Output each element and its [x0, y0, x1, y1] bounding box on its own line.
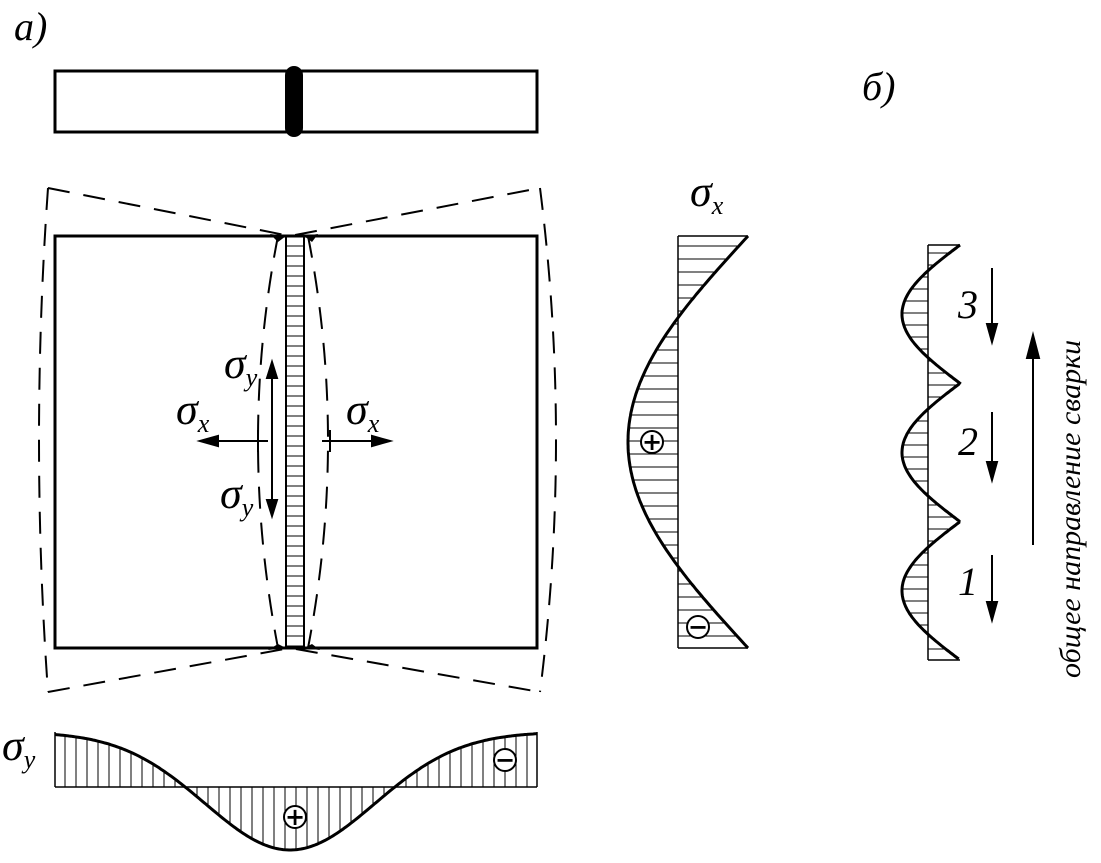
weld-seam	[285, 235, 305, 649]
sigma-x-left-arrowhead	[196, 434, 219, 448]
arrow-top-left	[270, 234, 286, 242]
pass-1-label: 1	[958, 559, 978, 604]
sigma-y-title: σ	[2, 721, 26, 770]
sigma-y-down-arrowhead	[265, 499, 279, 520]
pass-2-arrowhead	[985, 461, 999, 484]
sigma-x-minus-text: −	[688, 613, 708, 641]
sigma-x-hatch	[628, 245, 739, 637]
multi-pass-distribution: 3 2 1 общее направление сварки	[900, 243, 1087, 678]
plate-edge-view	[53, 66, 539, 137]
multi-pass-hatch	[902, 252, 958, 650]
part-a-label: а)	[14, 4, 47, 49]
deformed-left-edge	[38, 187, 49, 693]
sigma-y-minus-text: −	[495, 746, 515, 774]
weld-bead-edge	[285, 66, 303, 137]
sigma-y-hatch	[64, 734, 528, 850]
local-stress-arrows	[196, 358, 394, 520]
arrow-bottom-left	[268, 644, 286, 650]
sigma-x-minus-sign	[686, 615, 710, 639]
sigma-y-upper-subscript: y	[243, 363, 258, 392]
arrow-top-right	[304, 234, 318, 242]
sigma-x-right-subscript: x	[367, 409, 380, 438]
weld-seam-hatch	[286, 245, 304, 647]
deformed-weld-left	[257, 235, 279, 649]
sigma-y-upper-label: σ	[224, 339, 248, 388]
arrow-bottom-right	[304, 644, 320, 650]
sigma-x-left-subscript: x	[197, 409, 210, 438]
direction-arrowhead	[1025, 331, 1041, 359]
sigma-y-title-subscript: y	[21, 745, 36, 774]
pass-3-label: 3	[957, 282, 978, 327]
weld-end-arrows	[268, 234, 320, 650]
sigma-y-lower-subscript: y	[239, 493, 254, 522]
multi-pass-curve	[900, 243, 962, 661]
welding-direction-label: общее направление сварки	[1054, 340, 1087, 678]
sigma-x-right-label: σ	[346, 385, 370, 434]
pass-arrows	[985, 268, 1041, 624]
sigma-x-distribution: + − σx	[626, 167, 750, 650]
deformed-top-edge	[47, 187, 541, 238]
pass-1-arrowhead	[985, 601, 999, 624]
sigma-y-up-arrowhead	[265, 358, 279, 379]
svg-text:σx: σx	[176, 385, 210, 438]
sigma-y-minus-sign	[493, 748, 517, 772]
pass-2-label: 2	[958, 419, 978, 464]
sigma-x-right-arrowhead	[371, 434, 394, 448]
pass-3-arrowhead	[985, 323, 999, 346]
sigma-x-plus-text: +	[642, 428, 662, 456]
sigma-y-lower-label: σ	[220, 469, 244, 518]
sigma-x-plus-sign	[640, 430, 664, 454]
svg-text:σx: σx	[690, 167, 724, 220]
deformed-bottom-edge	[47, 646, 541, 693]
sigma-y-plus-sign	[283, 805, 307, 829]
svg-text:σx: σx	[346, 385, 380, 438]
deformed-outline	[38, 187, 557, 693]
svg-text:σy: σy	[224, 339, 258, 392]
local-stress-labels: σy σx σx σy	[176, 339, 380, 522]
sigma-x-title: σ	[690, 167, 714, 216]
part-b-label: б)	[862, 64, 895, 109]
svg-text:σy: σy	[2, 721, 36, 774]
deformed-right-edge	[539, 187, 557, 693]
deformed-weld-right	[307, 235, 329, 649]
sigma-y-curve	[54, 732, 538, 852]
sigma-y-plus-text: +	[285, 803, 305, 831]
sigma-x-curve	[626, 234, 750, 650]
sigma-y-distribution: + − σy	[2, 721, 538, 852]
sigma-x-left-label: σ	[176, 385, 200, 434]
svg-text:σy: σy	[220, 469, 254, 522]
weld-seam-outline	[285, 235, 305, 649]
sigma-x-title-subscript: x	[711, 191, 724, 220]
